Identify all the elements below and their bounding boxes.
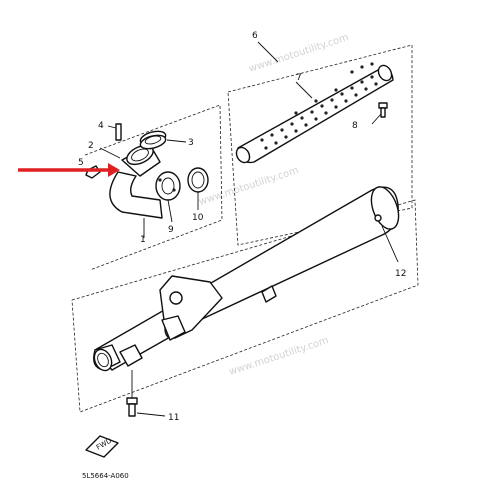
callout-9: 9 [168,225,174,235]
nut-5 [85,165,101,179]
callout-12: 12 [395,269,406,279]
leader-6 [257,41,279,63]
muffler-group-outline [71,199,419,413]
callout-11: 11 [168,413,179,423]
gasket-3 [139,130,187,150]
clamp-9 [155,171,181,223]
exhaust-pipe-group-outline [84,104,223,271]
sleeve-10 [187,167,209,210]
stud-4 [107,123,122,141]
callout-4: 4 [98,121,104,131]
muffler-body [92,186,400,372]
bolt-11 [126,370,166,417]
leader-2 [99,147,121,159]
watermark-text: www.motoutility.com [248,32,351,75]
diagram-code: 5L5664-A060 [82,472,129,480]
fwd-icon: FWD [85,435,119,458]
baffle-tube [235,62,394,164]
callout-3: 3 [188,138,194,148]
callout-6: 6 [252,31,258,41]
callout-5: 5 [78,158,84,168]
watermark-group: www.motoutility.com www.motoutility.com … [198,32,351,378]
watermark-text: www.motoutility.com [228,335,331,378]
screw-8 [371,102,388,125]
callout-8: 8 [352,121,358,131]
exhaust-pipe [109,144,163,238]
callout-2: 2 [88,141,94,151]
callout-10: 10 [192,213,204,223]
callout-7: 7 [296,73,302,83]
leader-7 [295,81,313,99]
highlight-arrow [18,163,120,177]
callout-1: 1 [140,235,146,245]
watermark-text: www.motoutility.com [198,165,301,208]
silencer-group-outline [227,44,413,246]
